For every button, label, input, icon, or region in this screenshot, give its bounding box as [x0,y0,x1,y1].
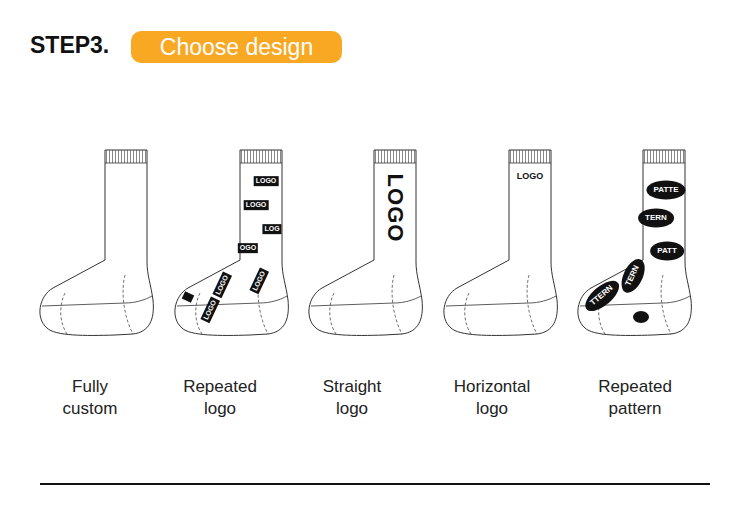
sock-outline [175,150,288,335]
design-caption: Straight logo [308,376,396,420]
logo-print: LOGO [254,176,279,186]
design-caption: Repeated pattern [591,376,679,420]
pattern-print: PATTE [646,181,685,200]
pattern-print: PATT [650,242,684,261]
sock-outline [578,150,691,335]
sock-outline [309,150,422,335]
divider-line [40,483,710,485]
logo-print: LOGO [517,172,544,182]
logo-fragment [182,291,194,302]
step-title: STEP3. [30,33,109,58]
pattern-fragment [633,311,649,323]
design-caption: Horizontal logo [448,376,536,420]
heading-text: Choose design [160,34,313,61]
logo-print: LOGO [383,174,407,243]
sock-outline [40,150,153,335]
logo-print: LOG [262,224,281,234]
design-caption: Fully custom [46,376,134,420]
pattern-print: TERN [638,209,674,228]
heading-pill: Choose design [131,31,342,63]
logo-print: OGO [238,243,258,253]
design-caption: Repeated logo [176,376,264,420]
logo-print: LOGO [244,200,269,210]
sock-outline [444,150,557,335]
